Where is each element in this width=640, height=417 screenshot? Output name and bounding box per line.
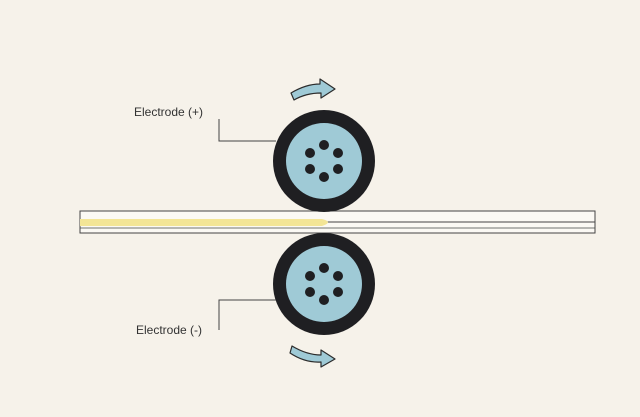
wheel-top-holes — [305, 140, 343, 182]
hole — [333, 164, 343, 174]
hole — [319, 140, 329, 150]
wheel-top-inner — [286, 123, 362, 199]
sheet-lower — [79, 221, 596, 234]
leader-line-bottom — [218, 299, 276, 330]
wheel-bottom-holes — [305, 263, 343, 305]
hole — [305, 148, 315, 158]
curved-arrow-icon — [290, 78, 336, 101]
hole — [319, 263, 329, 273]
hole — [319, 172, 329, 182]
hole — [305, 271, 315, 281]
wheel-bottom-inner — [286, 246, 362, 322]
hole — [333, 148, 343, 158]
metal-sheets — [79, 210, 596, 234]
electrode-negative-label: Electrode (-) — [136, 323, 202, 337]
weld-seam — [80, 219, 328, 226]
curved-arrow-icon — [289, 345, 336, 368]
hole — [319, 295, 329, 305]
leader-line-top — [218, 119, 276, 142]
electrode-positive-label: Electrode (+) — [134, 105, 203, 119]
hole — [333, 271, 343, 281]
hole — [305, 164, 315, 174]
hole — [305, 287, 315, 297]
electrode-wheel-bottom — [273, 233, 375, 335]
electrode-wheel-top — [273, 110, 375, 212]
hole — [333, 287, 343, 297]
